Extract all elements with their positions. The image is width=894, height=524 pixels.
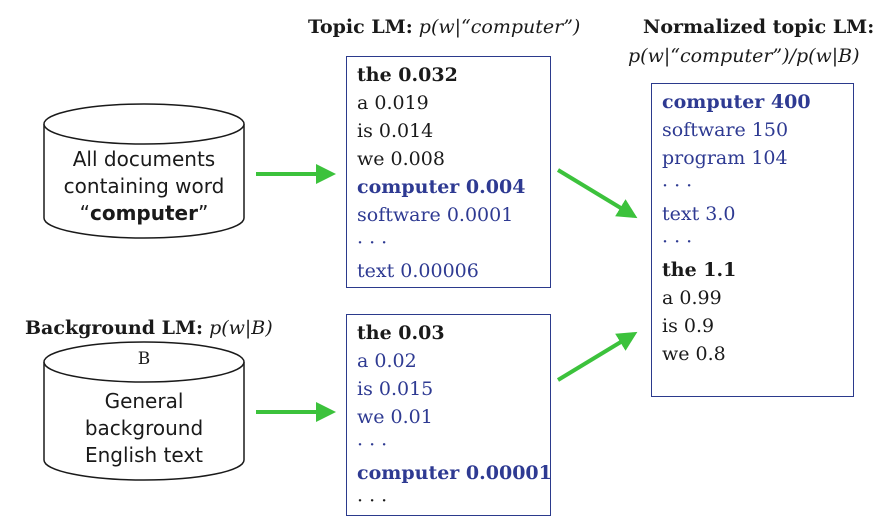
word-prob-row: the 1.1: [662, 259, 737, 281]
word-prob-row: software 0.0001: [357, 204, 514, 226]
background-lm-box: the 0.03 a 0.02 is 0.015 we 0.01 · · · comput…: [346, 314, 552, 516]
background-cylinder: [43, 341, 245, 481]
normalized-lm-formula: p(w|“computer”)/p(w|B): [628, 45, 860, 67]
word-prob-row: we 0.8: [662, 343, 726, 365]
topic-lm-box: the 0.032 a 0.019 is 0.014 we 0.008 computer…: [346, 56, 551, 288]
documents-cylinder-label: All documents containing word “computer”: [63, 147, 225, 225]
word-prob-row: computer 0.004: [357, 176, 526, 198]
word-prob-row: · · ·: [662, 231, 693, 253]
topic-lm-formula: p(w|“computer”): [418, 16, 581, 38]
word-prob-row: computer 0.00001: [357, 462, 552, 484]
word-prob-row: text 0.00006: [357, 260, 479, 282]
arrow-background-to-normalized: [556, 331, 638, 382]
word-prob-row: program 104: [662, 147, 788, 169]
topic-lm-title: Topic LM:: [308, 16, 413, 38]
background-lm-heading: Background LM: p(w|B): [25, 316, 273, 340]
word-prob-row: computer 400: [662, 91, 811, 113]
word-prob-row: is 0.9: [662, 315, 715, 337]
word-prob-row: a 0.99: [662, 287, 722, 309]
word-prob-row: the 0.03: [357, 322, 445, 344]
background-lm-formula: p(w|B): [209, 317, 273, 339]
word-prob-row: · · ·: [357, 434, 388, 456]
word-prob-row: a 0.019: [357, 92, 429, 114]
word-prob-row: · · ·: [662, 175, 693, 197]
normalized-lm-title: Normalized topic LM:: [643, 16, 875, 38]
word-prob-row: · · ·: [357, 490, 388, 512]
background-cylinder-label: General background English text: [84, 389, 204, 467]
background-cylinder-letter: B: [137, 349, 151, 369]
word-prob-row: we 0.01: [357, 406, 433, 428]
arrow-topic-to-normalized: [556, 168, 638, 219]
word-prob-row: software 150: [662, 119, 789, 141]
word-prob-row: text 3.0: [662, 203, 736, 225]
word-prob-row: is 0.015: [357, 378, 434, 400]
word-prob-row: is 0.014: [357, 120, 434, 142]
documents-cylinder: [43, 103, 245, 239]
word-prob-row: a 0.02: [357, 350, 417, 372]
word-prob-row: we 0.008: [357, 148, 445, 170]
normalized-lm-box: computer 400 software 150 program 104 · · ·…: [651, 83, 854, 397]
word-prob-row: the 0.032: [357, 64, 458, 86]
background-lm-title: Background LM:: [25, 317, 204, 339]
word-prob-row: · · ·: [357, 232, 388, 254]
topic-lm-heading: Topic LM: p(w|“computer”): [308, 15, 580, 39]
